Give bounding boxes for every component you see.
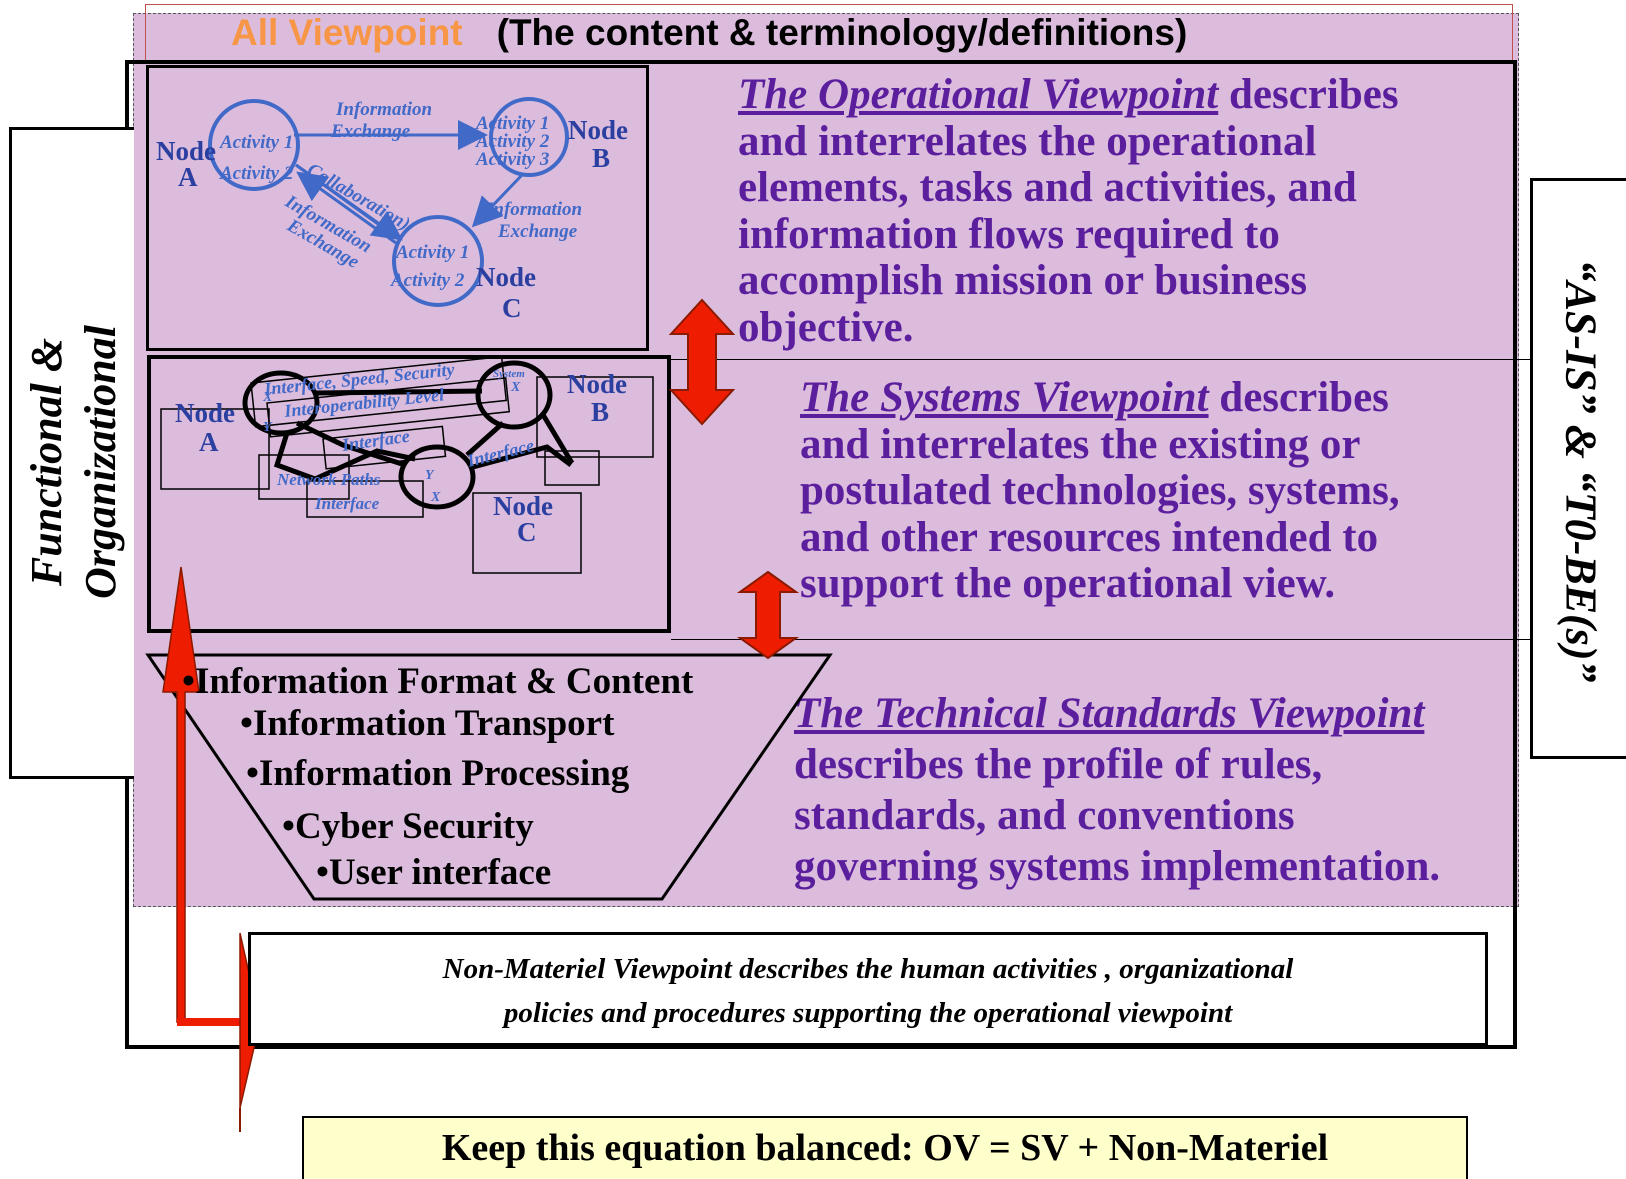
divider-sv-ts (671, 639, 1531, 640)
sv-sys-b-x: X (510, 380, 521, 395)
systems-line: postulated technologies, systems, (800, 467, 1400, 514)
operational-line: accomplish mission or business (738, 257, 1308, 304)
ov-edge-bc-line2: Exchange (497, 221, 578, 242)
title-rest: (The content & terminology/definitions) (496, 12, 1188, 53)
ov-sv-double-arrow (668, 298, 736, 426)
tech-item-2: •Information Transport (240, 703, 615, 744)
sv-sys-c-x: X (430, 490, 441, 505)
technical-line: governing systems implementation. (794, 843, 1441, 890)
sv-node-c-line2: C (517, 517, 537, 547)
systems-line: and other resources intended to (800, 513, 1379, 561)
operational-description: The Operational Viewpoint describes and … (738, 71, 1399, 351)
sv-label-network: Network Paths (276, 470, 381, 489)
operational-line: and interrelates the operational (738, 117, 1317, 165)
ov-node-c-line2: C (502, 293, 522, 323)
sv-node-c-line1: Node (493, 491, 553, 521)
systems-description: The Systems Viewpoint describes and inte… (800, 374, 1400, 608)
sv-label-interface2: Interface (314, 494, 380, 513)
equation-box: Keep this equation balanced: OV = SV + N… (302, 1116, 1468, 1179)
sv-sys-b-label: System (493, 368, 525, 380)
sv-ts-double-arrow (736, 570, 800, 660)
technical-trapezoid (145, 653, 833, 901)
ov-node-a-line2: A (178, 162, 198, 192)
title-accent: All Viewpoint (231, 12, 463, 53)
functional-organizational-label: Functional & Organizational (20, 325, 128, 599)
ov-a-act2: Activity 2 (219, 163, 294, 184)
technical-line: describes the profile of rules, (794, 741, 1323, 788)
ov-node-c-line1: Node (476, 262, 536, 292)
operational-line: objective. (738, 303, 914, 351)
node-a-circle (208, 99, 300, 191)
operational-line: elements, tasks and activities, and (738, 164, 1357, 211)
ov-edge-ab-line1: Information (335, 99, 432, 120)
tech-item-3: •Information Processing (246, 753, 630, 794)
left-up-arrow (162, 566, 200, 1023)
node-c-circle (392, 215, 484, 307)
functional-organizational-panel: Functional & Organizational (9, 127, 134, 779)
ov-b-act2: Activity 2 (475, 131, 550, 152)
sv-sys-a-x: X (262, 390, 273, 405)
viewpoint-background (133, 13, 1519, 907)
node-b-circle (489, 97, 569, 177)
as-is-to-be-label: “AS-IS” & “T0-BE(s)” (1556, 259, 1606, 683)
operational-diagram-box (146, 65, 649, 351)
non-materiel-line1: Non-Materiel Viewpoint describes the hum… (442, 953, 1294, 985)
ov-node-a-line1: Node (156, 136, 216, 166)
non-materiel-box: Non-Materiel Viewpoint describes the hum… (248, 932, 1488, 1046)
sv-sys-a-y: Y (263, 420, 273, 435)
systems-desc-first: describes (1208, 374, 1389, 421)
ov-b-act3: Activity 3 (475, 149, 549, 170)
systems-line: support the operational view. (800, 560, 1336, 607)
operational-desc-first: describes (1218, 71, 1399, 118)
systems-diagram: Interface, Speed, Security Interoperabil… (160, 355, 654, 574)
systems-line: and interrelates the existing or (800, 420, 1361, 468)
non-materiel-line2: policies and procedures supporting the o… (503, 997, 1233, 1029)
as-is-to-be-panel: “AS-IS” & “T0-BE(s)” (1530, 178, 1626, 759)
ov-node-b-line2: B (592, 143, 610, 173)
sv-node-b-line1: Node (567, 369, 627, 399)
ov-a-act1: Activity 1 (219, 132, 293, 153)
sv-sys-c-y: Y (425, 468, 435, 483)
divider-ov-sv (671, 359, 1531, 360)
sv-node-b-line2: B (591, 397, 609, 427)
ov-edge-ab-line2: Exchange (330, 121, 411, 142)
ov-edge-bc-line1: Information (485, 199, 582, 220)
tech-item-5: •User interface (316, 852, 552, 893)
sv-node-a-line1: Node (175, 398, 235, 428)
connector-bar (177, 1018, 247, 1026)
operational-line: information flows required to (738, 210, 1280, 258)
left-label-line1: Functional & (22, 337, 71, 587)
operational-viewpoint-name: The Operational Viewpoint (738, 71, 1219, 118)
tech-item-4: •Cyber Security (282, 806, 534, 847)
technical-line: standards, and conventions (794, 792, 1295, 839)
sv-node-a-line2: A (199, 427, 219, 457)
ov-c-act1: Activity 1 (395, 242, 469, 263)
systems-diagram-box (147, 355, 671, 633)
technical-description: The Technical Standards Viewpoint descri… (794, 688, 1440, 892)
ov-node-b-line1: Node (568, 115, 628, 145)
technical-viewpoint-name: The Technical Standards Viewpoint (794, 690, 1425, 737)
systems-viewpoint-name: The Systems Viewpoint (800, 374, 1209, 421)
tech-item-1: •Information Format & Content (182, 661, 694, 702)
operational-diagram: Information Exchange Activity 1 Activity… (156, 97, 628, 323)
left-label-line2: Organizational (76, 325, 125, 599)
ov-b-act1: Activity 1 (475, 113, 549, 134)
ov-c-act2: Activity 2 (390, 270, 465, 291)
